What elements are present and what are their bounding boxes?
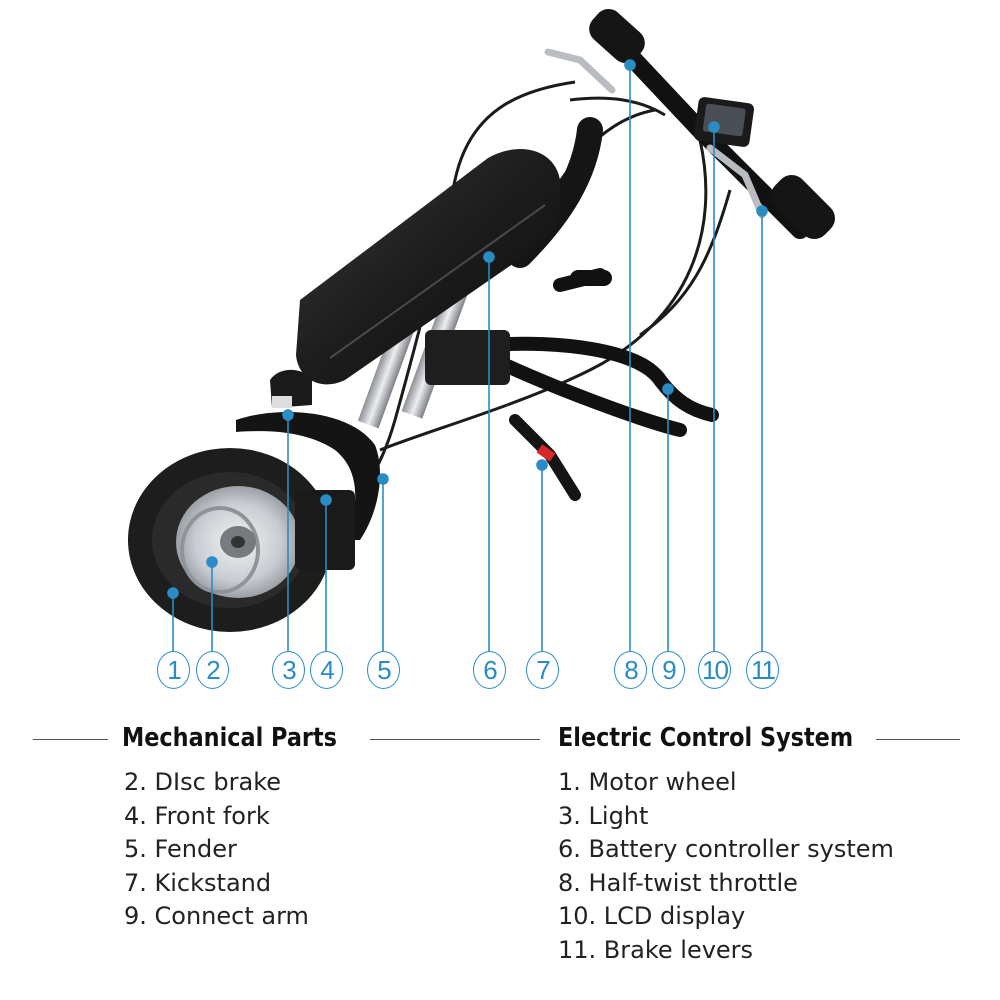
arm-grip: [570, 270, 612, 286]
list-item: 7. Kickstand: [124, 868, 272, 897]
electric-control-heading: Electric Control System: [558, 723, 854, 753]
callout-11: 11: [746, 651, 779, 689]
list-item: 1. Motor wheel: [558, 768, 737, 796]
callout-9: 9: [652, 651, 685, 689]
kickstand: [509, 414, 581, 501]
list-item: 10. LCD display: [558, 902, 746, 931]
list-item: 3. Light: [558, 801, 649, 830]
callout-4: 4: [310, 651, 343, 689]
list-item: 6. Battery controller system: [558, 835, 894, 864]
list-item: 5. Fender: [124, 835, 237, 864]
front-light: [270, 369, 312, 408]
fender: [236, 412, 380, 540]
motor-wheel: [128, 448, 332, 632]
mechanical-rule-left: [33, 739, 108, 740]
electric-rule-right: [876, 739, 960, 740]
mechanical-rule-right: [370, 739, 540, 740]
callout-leaders: [167, 59, 768, 654]
list-item: 2. DIsc brake: [124, 768, 282, 796]
callout-7: 7: [526, 651, 559, 689]
list-item: 9. Connect arm: [124, 902, 309, 931]
callout-3: 3: [272, 651, 305, 689]
callout-10: 10: [698, 651, 731, 689]
callout-1: 1: [157, 651, 190, 689]
callout-6: 6: [473, 651, 506, 689]
lcd-display: [693, 97, 755, 147]
mechanical-parts-list: 2. DIsc brake 4. Front fork 5. Fender 7.…: [124, 766, 309, 934]
battery-pack: [296, 149, 560, 385]
callout-5: 5: [367, 651, 400, 689]
callout-8: 8: [614, 651, 647, 689]
mechanical-parts-heading: Mechanical Parts: [122, 723, 337, 753]
callout-2: 2: [196, 651, 229, 689]
list-item: 4. Front fork: [124, 801, 270, 830]
list-item: 8. Half-twist throttle: [558, 868, 798, 897]
left-brake-lever: [544, 48, 616, 94]
list-item: 11. Brake levers: [558, 935, 754, 964]
right-brake-lever: [706, 144, 766, 219]
hub-motor-bracket: [295, 490, 355, 570]
electric-control-list: 1. Motor wheel 3. Light 6. Battery contr…: [558, 766, 894, 968]
handcycle-product-photo: [128, 8, 835, 654]
